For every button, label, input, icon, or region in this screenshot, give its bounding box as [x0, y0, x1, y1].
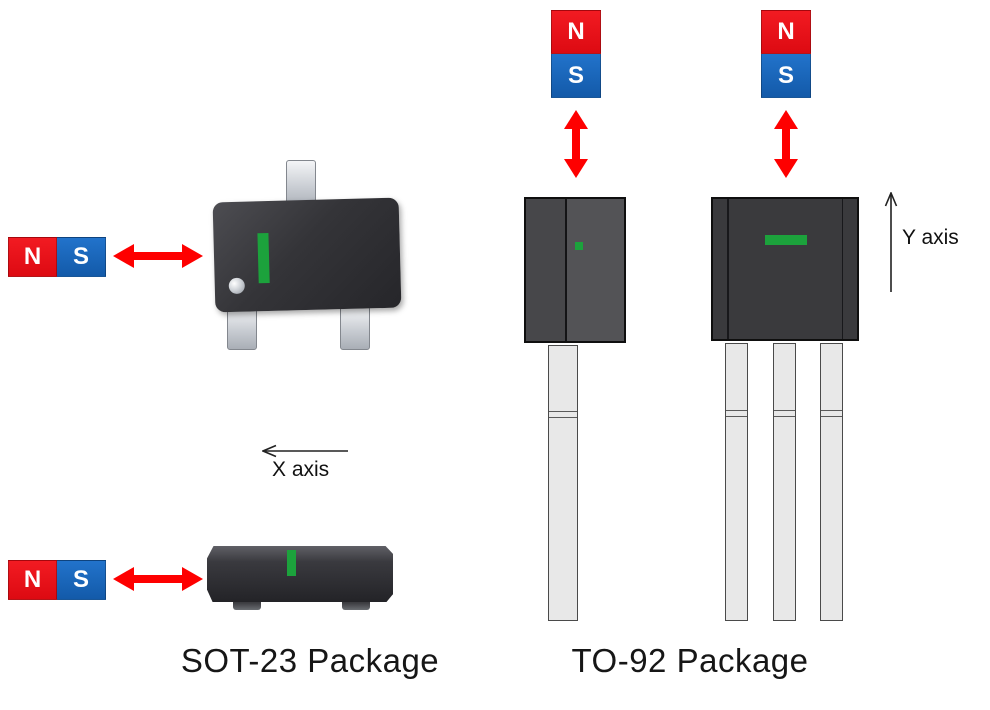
sot23-caption: SOT-23 Package [180, 642, 440, 679]
magnet-north-pole: N [8, 560, 57, 600]
sensing-element-mark [575, 242, 583, 250]
to92-flat-face-shade [526, 199, 568, 341]
y-axis-arrow [884, 192, 898, 292]
x-axis-arrow [262, 444, 348, 458]
y-axis-label: Y axis [902, 226, 959, 249]
sensing-element-mark [287, 550, 296, 576]
field-direction-arrow-vertical [564, 110, 588, 178]
to92-side-lead [548, 345, 578, 621]
pin1-indicator-dot [228, 277, 245, 295]
magnet-south-pole: S [57, 560, 106, 600]
to92-lead-1 [725, 343, 748, 621]
magnet-vertical-right: N S [761, 10, 811, 98]
magnet-south-pole: S [57, 237, 106, 277]
lead-seam [726, 410, 747, 417]
lead-seam [821, 410, 842, 417]
field-direction-arrow-vertical [774, 110, 798, 178]
lead-seam [549, 411, 577, 418]
sot23-bottom-right-lead [340, 306, 370, 350]
magnet-horizontal-top: N S [8, 237, 106, 277]
magnet-south-pole: S [551, 54, 601, 98]
to92-caption: TO-92 Package [571, 642, 809, 679]
to92-lead-3 [820, 343, 843, 621]
sensing-element-mark [765, 235, 807, 245]
field-direction-arrow-horizontal [113, 244, 203, 268]
to92-package-side-view [524, 197, 626, 343]
magnet-south-pole: S [761, 54, 811, 98]
to92-facet-line [727, 199, 729, 339]
to92-facet-line [841, 199, 843, 339]
to92-package-front-view [711, 197, 859, 341]
sot23-package-side-view [207, 546, 393, 602]
magnet-north-pole: N [551, 10, 601, 54]
magnet-horizontal-bottom: N S [8, 560, 106, 600]
sensing-element-mark [257, 233, 270, 284]
magnet-north-pole: N [8, 237, 57, 277]
magnet-vertical-left: N S [551, 10, 601, 98]
x-axis-label: X axis [272, 458, 330, 481]
to92-lead-2 [773, 343, 796, 621]
magnet-north-pole: N [761, 10, 811, 54]
sot23-bottom-left-lead [227, 306, 257, 350]
field-direction-arrow-horizontal [113, 567, 203, 591]
lead-seam [774, 410, 795, 417]
sot23-package-body [212, 197, 402, 313]
